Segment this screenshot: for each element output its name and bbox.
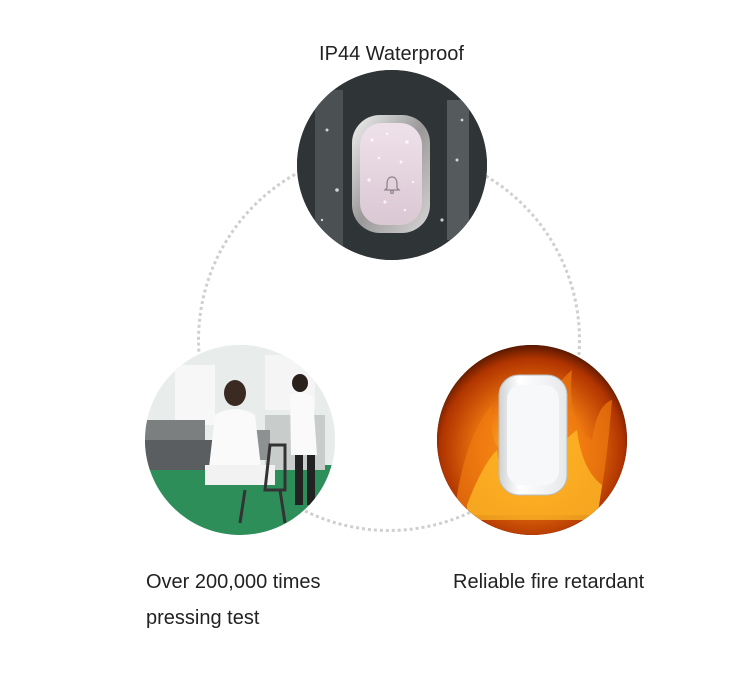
- pressing-test-line2: pressing test: [146, 607, 260, 629]
- waterproof-photo: [297, 70, 487, 260]
- feature-title-waterproof: IP44 Waterproof: [319, 43, 464, 65]
- pressing-test-line1: Over 200,000 times: [146, 571, 321, 593]
- feature-title-pressing-test: Over 200,000 times pressing test: [146, 564, 321, 636]
- bell-icon: [383, 176, 401, 195]
- feature-title-fire-retardant: Reliable fire retardant: [453, 571, 645, 593]
- fire-retardant-photo: [437, 345, 627, 535]
- lab-testing-photo: [145, 345, 335, 535]
